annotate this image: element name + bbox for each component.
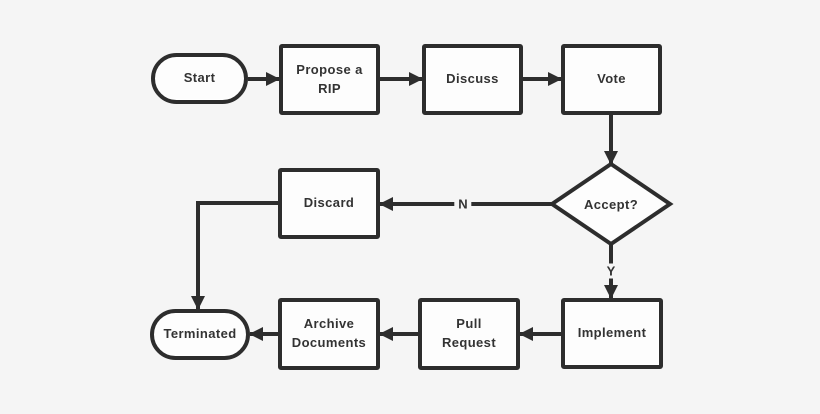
node-terminated: Terminated <box>150 309 250 360</box>
node-propose-label-line2: RIP <box>318 80 341 96</box>
node-propose-a-rip: Propose a RIP <box>279 44 380 115</box>
edge-label-yes: Y <box>602 263 620 279</box>
node-accept-label: Accept? <box>552 164 670 244</box>
node-vote: Vote <box>561 44 662 115</box>
edge-discard-terminated <box>191 201 278 310</box>
node-archive-documents-label-line1: Archive <box>303 316 355 332</box>
node-discuss-label: Discuss <box>446 71 499 87</box>
node-pull-request: Pull Request <box>418 298 520 370</box>
node-start-label: Start <box>183 70 216 86</box>
node-terminated-label: Terminated <box>163 326 237 342</box>
node-implement-label: Implement <box>577 325 647 341</box>
node-propose-label-line1: Propose a <box>296 61 363 77</box>
node-accept-diamond-shape <box>548 161 674 247</box>
edge-label-no: N <box>454 196 472 212</box>
node-accept-label-text: Accept? <box>583 196 639 212</box>
node-archive-documents: Archive Documents <box>278 298 380 370</box>
node-archive-documents-label-line2: Documents <box>291 335 367 350</box>
node-vote-label: Vote <box>597 71 626 87</box>
node-discard-label: Discard <box>303 195 355 211</box>
node-discuss: Discuss <box>422 44 523 115</box>
node-pull-request-label-line2: Request <box>441 335 497 350</box>
node-discard: Discard <box>278 168 380 239</box>
node-start: Start <box>151 53 248 104</box>
node-pull-request-label-line1: Pull <box>456 316 482 332</box>
node-implement: Implement <box>561 298 663 369</box>
